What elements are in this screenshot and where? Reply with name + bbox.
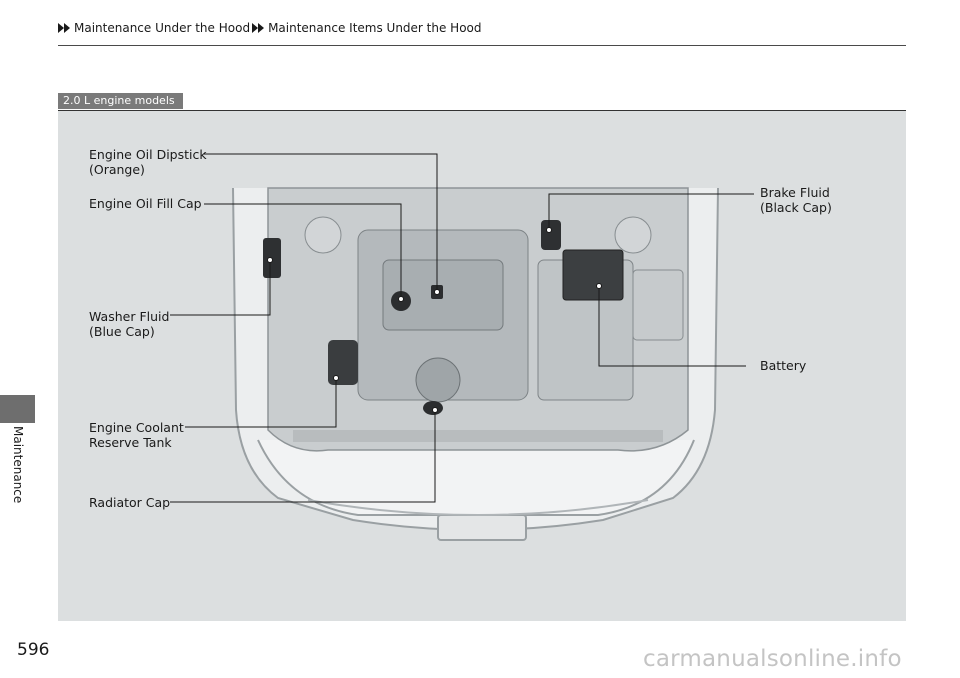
leader-dipstick <box>204 153 438 292</box>
leader-brake <box>548 193 754 230</box>
callout-engine-oil-fill-cap: Engine Oil Fill Cap <box>89 196 202 211</box>
breadcrumb-item[interactable]: Maintenance Items Under the Hood <box>268 21 482 35</box>
marker-dot <box>434 289 440 295</box>
leader-coolant <box>185 378 337 428</box>
engine-compartment <box>263 187 689 452</box>
double-chevron-icon <box>252 23 266 33</box>
marker-dot <box>267 257 273 263</box>
leader-radiator <box>170 410 436 503</box>
double-chevron-icon <box>58 23 72 33</box>
callout-battery: Battery <box>760 358 807 373</box>
leader-washer <box>170 260 271 316</box>
marker-dot <box>333 375 339 381</box>
section-tab <box>0 395 35 423</box>
marker-dot <box>398 296 404 302</box>
watermark: carmanualsonline.info <box>643 646 902 672</box>
breadcrumb: Maintenance Under the Hood Maintenance I… <box>58 19 482 37</box>
breadcrumb-item[interactable]: Maintenance Under the Hood <box>74 21 251 35</box>
leader-lines <box>170 153 754 503</box>
section-label: Maintenance <box>11 426 25 504</box>
callout-engine-coolant: Engine Coolant Reserve Tank <box>89 420 184 450</box>
model-tag: 2.0 L engine models <box>58 93 183 109</box>
marker-dot <box>546 227 552 233</box>
page-number: 596 <box>17 640 50 660</box>
engine-bay-illustration <box>170 153 754 541</box>
callout-washer-fluid: Washer Fluid (Blue Cap) <box>89 309 170 339</box>
callout-engine-oil-dipstick: Engine Oil Dipstick (Orange) <box>89 147 207 177</box>
leader-fill-cap <box>204 203 402 299</box>
header-rule <box>58 45 906 46</box>
callout-radiator-cap: Radiator Cap <box>89 495 171 510</box>
marker-dot <box>596 283 602 289</box>
marker-dot <box>432 407 438 413</box>
leader-dots <box>267 227 602 413</box>
leader-battery <box>598 286 746 367</box>
callout-brake-fluid: Brake Fluid (Black Cap) <box>760 185 832 215</box>
